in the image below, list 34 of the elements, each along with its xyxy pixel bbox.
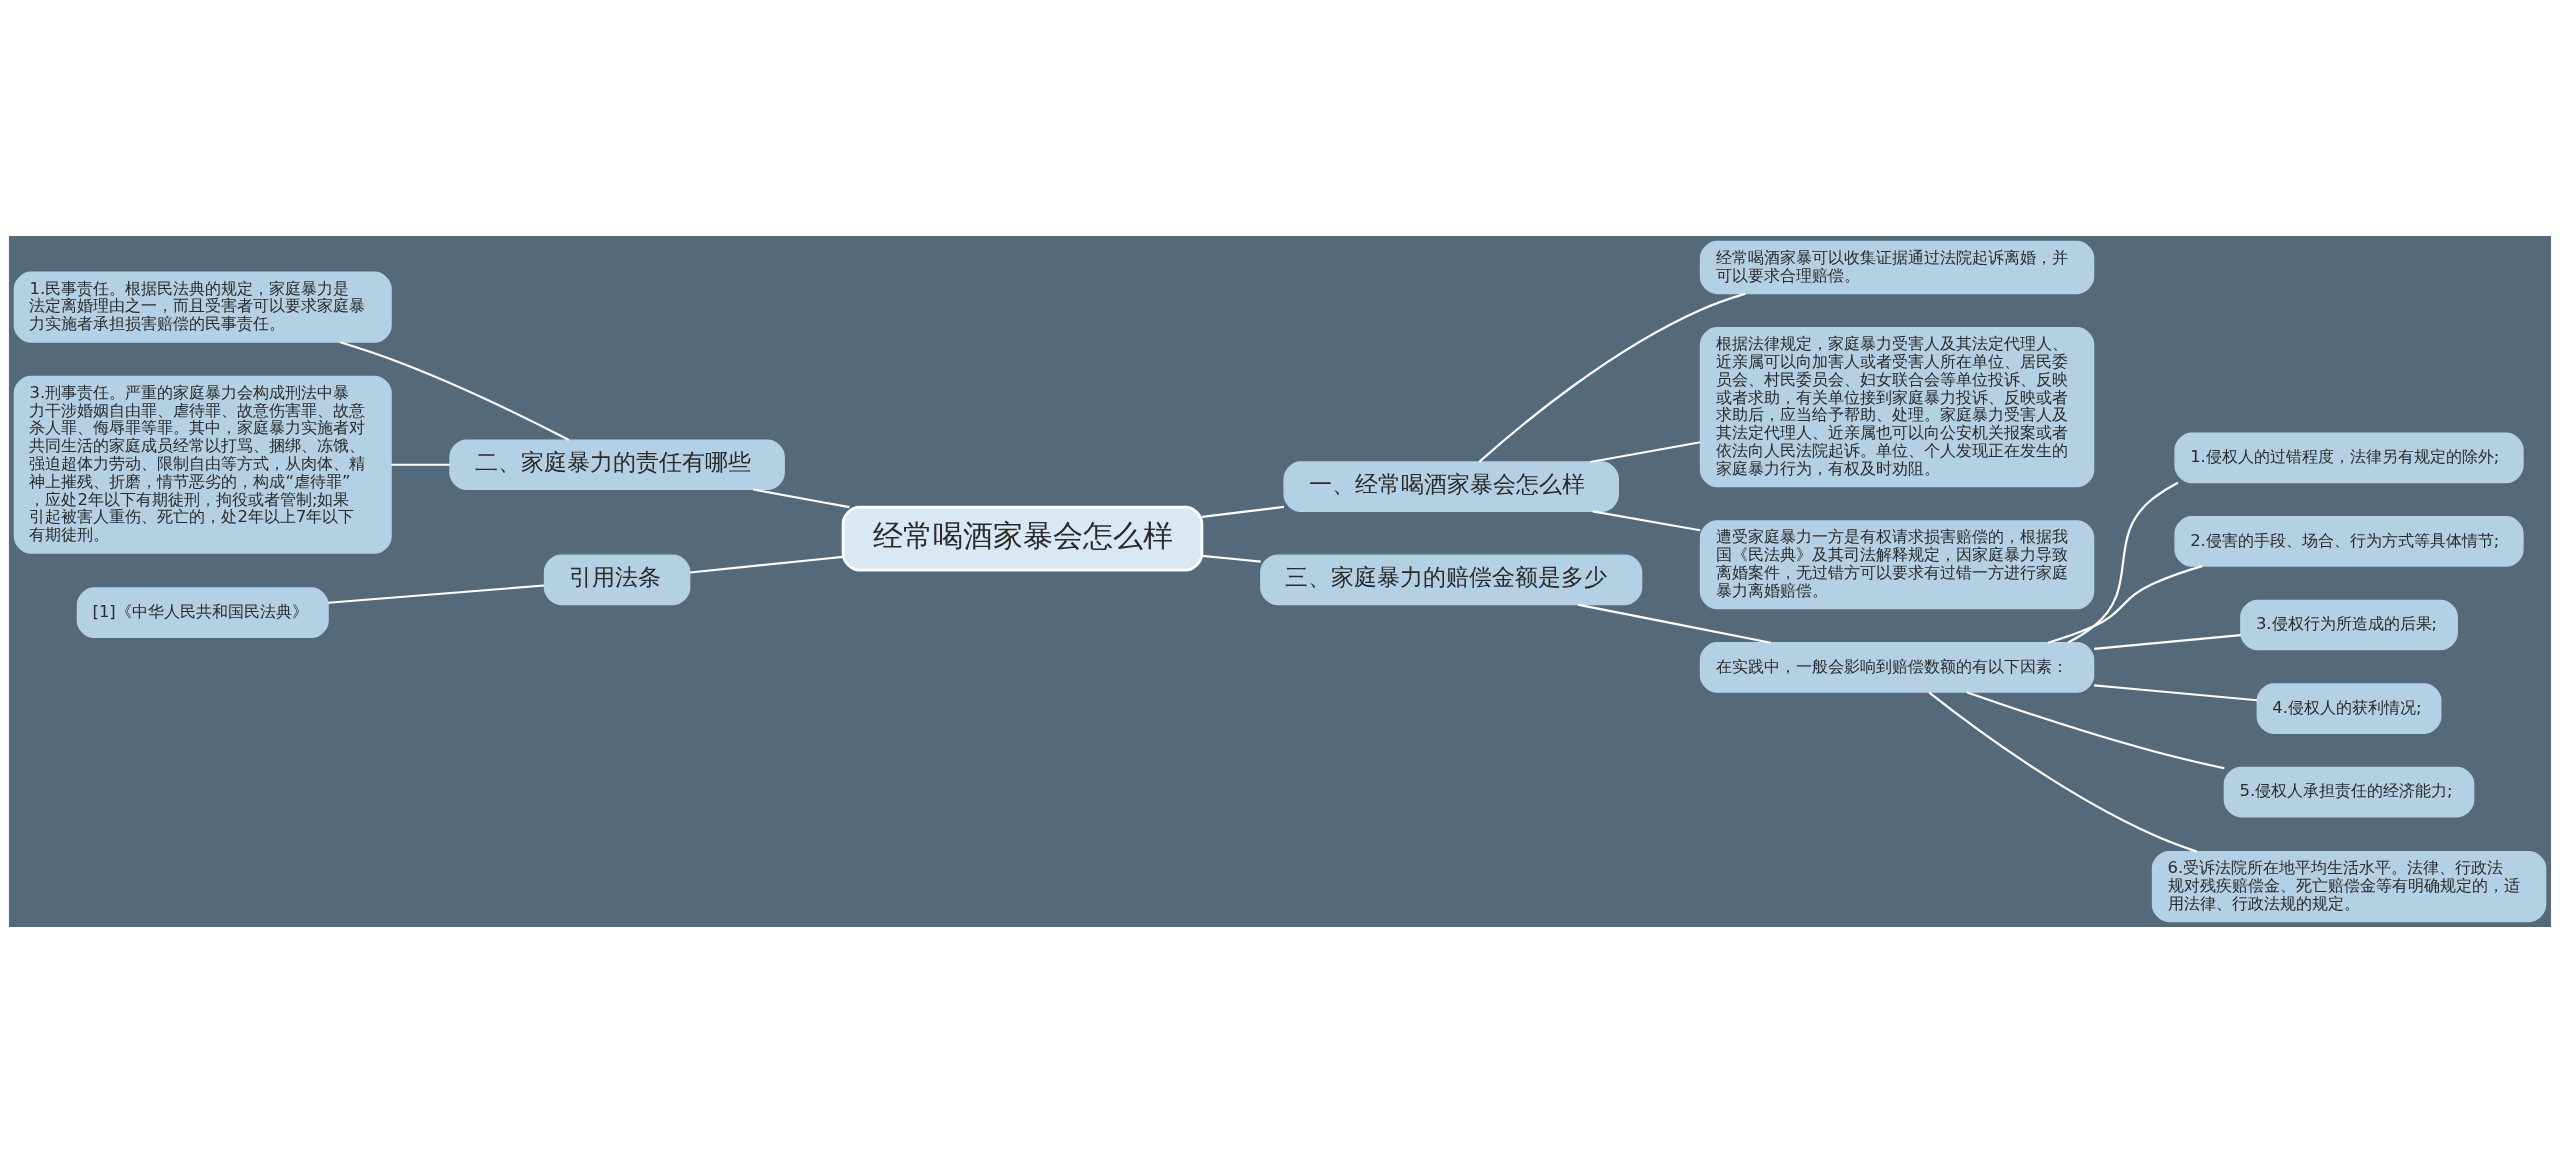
connector bbox=[2067, 481, 2179, 644]
node-box: 2.侵害的手段、场合、行为方式等具体情节; bbox=[2174, 516, 2524, 567]
connector bbox=[328, 584, 545, 604]
node-box: 5.侵权人承担责任的经济能力; bbox=[2223, 766, 2475, 818]
node-box: 一、经常喝酒家暴会怎么样 bbox=[1283, 461, 1619, 512]
node-box: 1.侵权人的过错程度，法律另有规定的除外; bbox=[2174, 432, 2524, 484]
node-box: 遭受家庭暴力一方是有权请求损害赔偿的，根据我国《民法典》及其司法解释规定，因家庭暴力导致离婚案件，无过错方可以要求有过错一方进行家庭暴力离婚赔偿。 bbox=[1699, 520, 2095, 610]
connector bbox=[2047, 565, 2203, 644]
node-box: [1]《中华人民共和国民法典》 bbox=[76, 587, 329, 638]
node-box: 根据法律规定，家庭暴力受害人及其法定代理人、近亲属可以向加害人或者受害人所在单位、居民委员会、村民委员会、妇女联合会等单位投诉、反映或者求助，有关单位接到家庭暴力投诉、反映或者求助后，应当给予帮助、处理。家庭暴力受害人及其法定代理人、近亲属也可以向公安机关报案或者依法向人民法院起诉。单位、个人发现正在发生的家庭暴力行为，有权及时劝阻。 bbox=[1699, 327, 2095, 488]
connector bbox=[1590, 441, 1701, 464]
node-box: 3.刑事责任。严重的家庭暴力会构成刑法中暴力干涉婚姻自由罪、虐待罪、故意伤害罪、故意杀人罪、侮辱罪等罪。其中，家庭暴力实施者对共同生活的家庭成员经常以打骂、捆绑、冻饿、强迫超体力劳动、限制自由等方式，从肉体、精神上摧残、折磨，情节恶劣的，构成“虐待罪”，应处2年以下有期徒刑，拘役或者管制;如果引起被害人重伤、死亡的，处2年以上7年以下有期徒刑。 bbox=[13, 375, 392, 554]
node-box: 经常喝酒家暴会怎么样 bbox=[841, 505, 1204, 572]
node-box: 在实践中，一般会影响到赔偿数额的有以下因素： bbox=[1699, 642, 2095, 693]
connector bbox=[1201, 554, 1261, 563]
connector bbox=[752, 488, 850, 509]
connector bbox=[339, 341, 570, 441]
connector bbox=[1201, 505, 1285, 518]
connector bbox=[2094, 684, 2258, 702]
node-box: 引用法条 bbox=[543, 554, 691, 606]
node-box: 二、家庭暴力的责任有哪些 bbox=[449, 439, 785, 491]
node-box: 6.受诉法院所在地平均生活水平。法律、行政法规对残疾赔偿金、死亡赔偿金等有明确规定的，适用法律、行政法规的规定。 bbox=[2151, 851, 2547, 923]
connector bbox=[2094, 634, 2241, 651]
connector bbox=[1928, 691, 2198, 853]
connector bbox=[1966, 691, 2225, 770]
node-box: 3.侵权行为所造成的后果; bbox=[2240, 599, 2458, 651]
connector bbox=[689, 555, 844, 574]
node-box: 4.侵权人的获利情况; bbox=[2256, 683, 2442, 734]
node-box: 经常喝酒家暴可以收集证据通过法院起诉离婚，并可以要求合理赔偿。 bbox=[1699, 240, 2095, 295]
connector bbox=[391, 463, 450, 466]
node-box: 三、家庭暴力的赔偿金额是多少 bbox=[1260, 554, 1643, 606]
node-box: 1.民事责任。根据民法典的规定，家庭暴力是法定离婚理由之一，而且受害者可以要求家庭暴力实施者承担损害赔偿的民事责任。 bbox=[13, 271, 392, 343]
connector bbox=[1478, 292, 1746, 463]
connector bbox=[1592, 510, 1701, 532]
